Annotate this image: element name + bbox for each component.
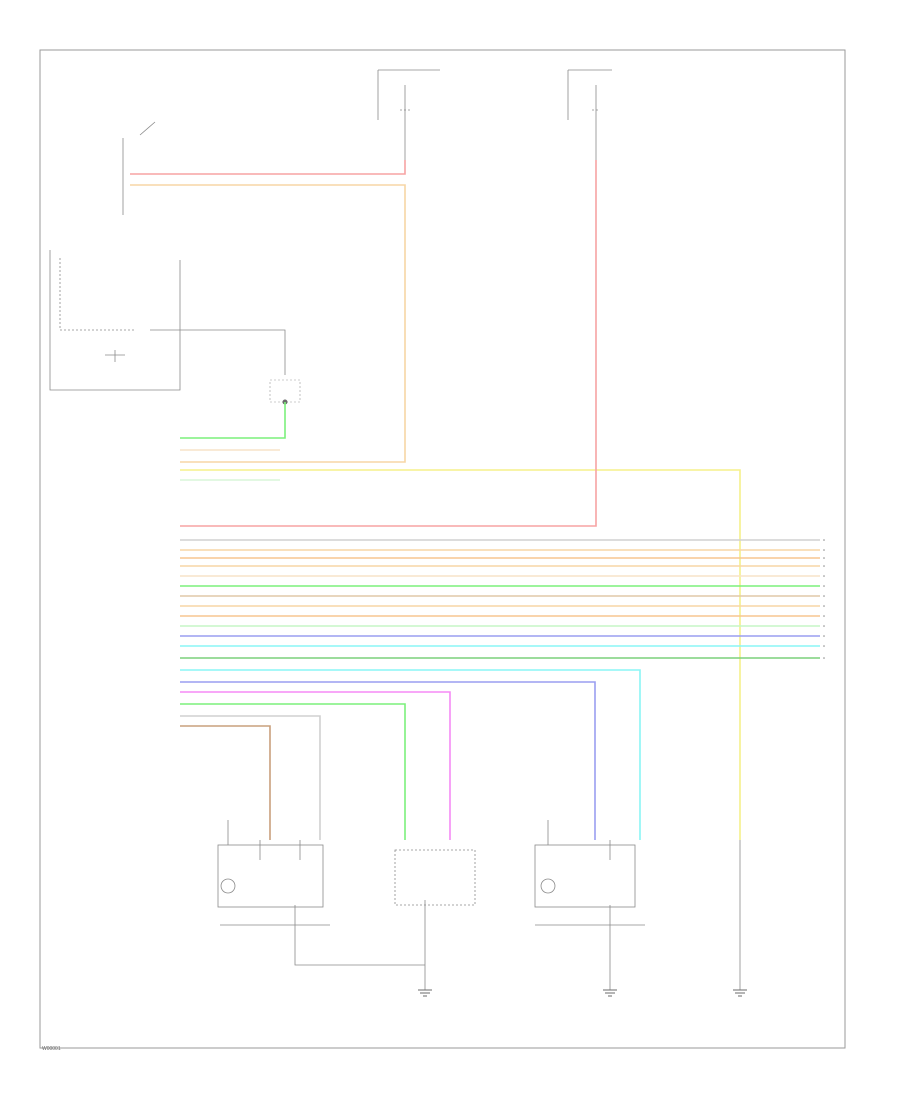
cluster-connector — [269, 379, 301, 403]
actuator-motor-1 — [220, 878, 236, 894]
tan-wire-upper — [130, 184, 406, 463]
red-wire-long — [180, 160, 597, 527]
lower-components — [217, 820, 741, 990]
diagram-id: W00001 — [42, 1046, 61, 1052]
diagram-border — [39, 49, 846, 1049]
actuator-housing-1 — [217, 844, 324, 908]
switch-housing-2 — [394, 849, 476, 906]
ground-symbols — [418, 989, 747, 997]
bus-wires — [180, 539, 820, 840]
yellow-wire-long — [180, 469, 741, 840]
actuator-motor-3 — [540, 878, 556, 894]
red-wire-upper — [130, 160, 406, 175]
fuse-block-feeds — [377, 69, 612, 160]
green-wire-cluster — [180, 402, 286, 439]
actuator-housing-3 — [534, 844, 636, 908]
upper-wires — [130, 160, 741, 840]
bus-terminals — [823, 539, 825, 659]
remote-function-module — [49, 121, 286, 391]
